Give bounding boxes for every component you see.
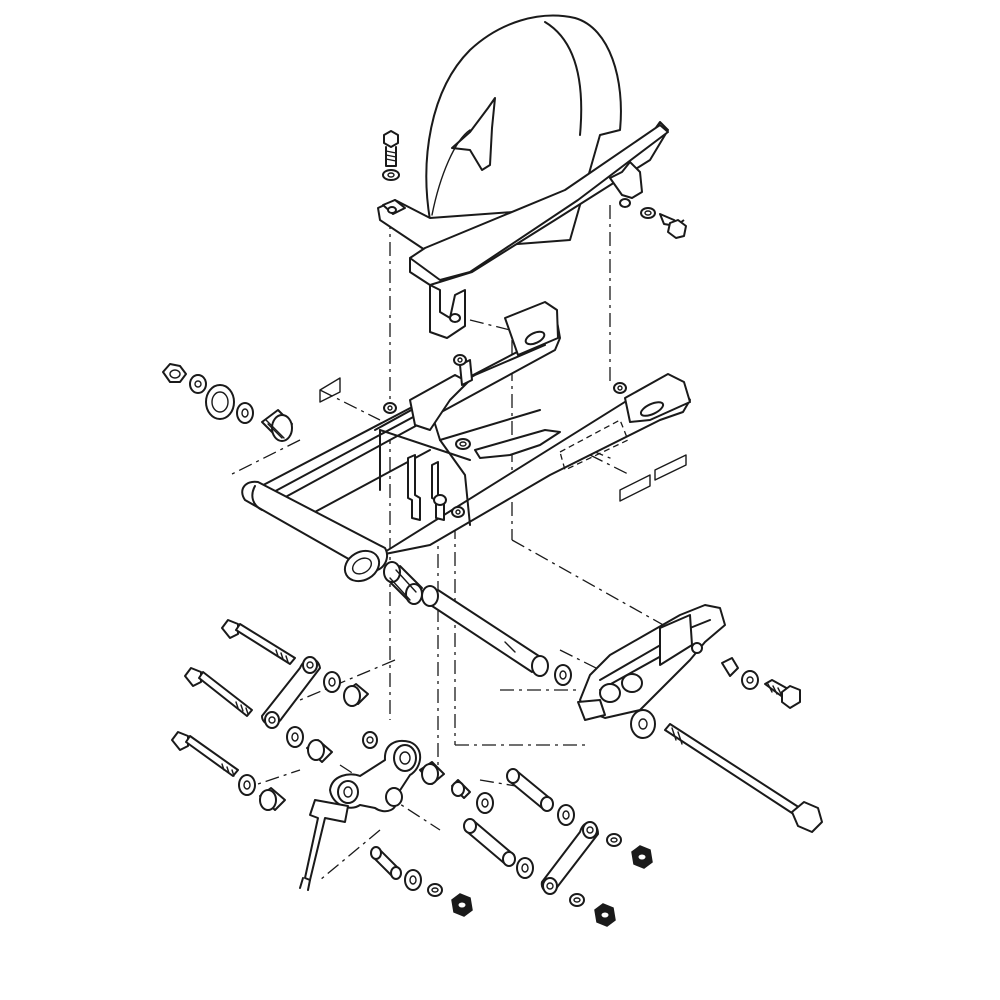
- fender-bolt: [382, 130, 400, 181]
- nuts-right: [569, 833, 653, 927]
- relay-hardware: [419, 761, 494, 814]
- chain-slider: [577, 604, 726, 721]
- decals: [319, 377, 687, 502]
- link-collar-upper: [506, 768, 575, 826]
- service-tool: [299, 799, 349, 891]
- linkage-bolt-2: [184, 667, 253, 717]
- pivot-bearing: [383, 561, 423, 605]
- linkage-bolt-3: [171, 731, 239, 777]
- bottom-collar: [370, 846, 473, 917]
- pivot-hardware-left: [162, 363, 293, 442]
- slider-bolt-right: [721, 657, 801, 709]
- tie-rod-left: [261, 656, 321, 729]
- tie-rod-right: [540, 821, 599, 895]
- linkage-bolt-1: [221, 619, 296, 665]
- swingarm: [241, 301, 691, 583]
- link-collar-lower: [463, 818, 534, 879]
- fender-bracket: [377, 121, 669, 339]
- bracket-bolt-right: [640, 207, 687, 239]
- relay-arm: [329, 731, 422, 813]
- long-axle-bolt: [630, 709, 823, 833]
- pivot-shaft: [421, 585, 572, 686]
- bushings-left: [238, 671, 369, 811]
